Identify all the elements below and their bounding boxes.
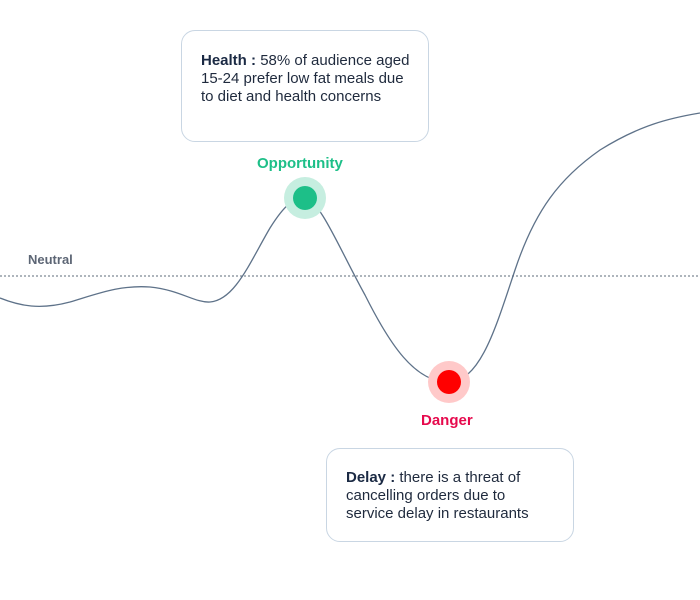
health-callout-card: Health : 58% of audience aged 15-24 pref… [181, 30, 429, 142]
delay-callout-title: Delay : [346, 469, 396, 486]
health-callout-title: Health : [201, 52, 257, 69]
delay-callout-text: there is a threat of cancelling orders d… [346, 469, 529, 522]
neutral-label: Neutral [28, 252, 73, 267]
sentiment-curve [0, 112, 700, 383]
delay-callout-card: Delay : there is a threat of cancelling … [326, 448, 574, 542]
danger-point[interactable] [437, 370, 461, 394]
opportunity-label: Opportunity [257, 155, 343, 172]
health-callout-text: 58% of audience aged 15-24 prefer low fa… [201, 52, 410, 105]
danger-label: Danger [421, 412, 473, 429]
opportunity-point[interactable] [293, 186, 317, 210]
